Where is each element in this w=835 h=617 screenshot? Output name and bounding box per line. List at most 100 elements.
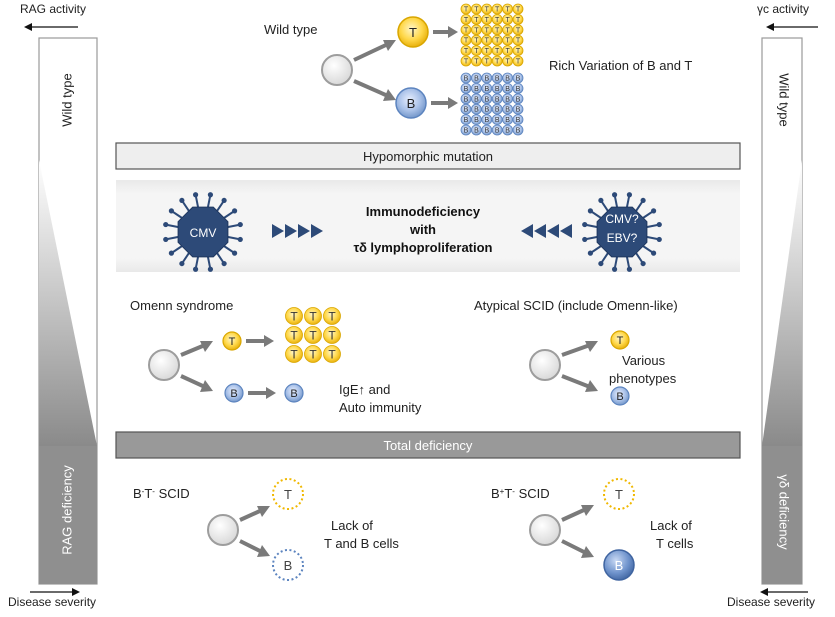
grid-t-cell-label: T [495, 27, 500, 34]
grid-b-cell-label: B [516, 96, 521, 103]
bpt-scid-title: B+T- SCID [491, 486, 550, 501]
grid-t-cell-label: T [495, 7, 500, 14]
omenn-grid-t-cell [304, 326, 322, 344]
omenn-arrow-to-t [180, 343, 206, 357]
grid-t-cell-label: T [474, 48, 479, 55]
omenn-grid-t-cell [323, 307, 341, 325]
cmv-virus-icon [163, 192, 243, 272]
bt-scid-panel: B-T- SCID T B Lack of T and B cells [133, 478, 399, 581]
grid-b-cell-label: B [474, 96, 479, 103]
omenn-caption-2: Auto immunity [339, 400, 422, 415]
virus-spike-tip [221, 197, 227, 204]
bpt-caption-2: T cells [656, 536, 694, 551]
left-top-label: RAG activity [20, 2, 86, 16]
t-cell-label: T [409, 25, 417, 40]
grid-b-cell-label: B [495, 96, 500, 103]
omenn-arrowhead-to-b2 [266, 387, 276, 399]
grid-t-cell-label: T [505, 38, 510, 45]
grid-t-cell [481, 45, 493, 56]
cmv-ebv-virus-icon [582, 192, 662, 272]
grid-b-cell [502, 72, 514, 84]
omenn-grid-t-cell-label: T [309, 309, 317, 323]
t-cell [397, 16, 429, 48]
b-cell-label: B [407, 96, 416, 111]
grid-b-cell-label: B [464, 76, 469, 83]
virus-spike-tip [179, 260, 185, 267]
chevron-left-icon [521, 224, 533, 238]
grid-t-cell-label: T [516, 17, 521, 24]
grid-t-cell-label: T [474, 38, 479, 45]
grid-b-cell [481, 83, 493, 94]
grid-b-cell [512, 114, 524, 125]
grid-b-cell-label: B [474, 76, 479, 83]
right-bar-wedge [762, 160, 802, 446]
bt-scid-title: B-T- SCID [133, 486, 190, 501]
omenn-grid-t-cell [304, 307, 322, 325]
bt-arrowhead-to-t [257, 506, 270, 517]
atypical-b-cell [610, 386, 630, 406]
virus-spike-tip [168, 250, 175, 256]
omenn-caption-1: IgE↑ and [339, 382, 390, 397]
grid-b-cell-label: B [495, 107, 500, 114]
bpt-arrow-to-b [561, 539, 587, 555]
omenn-grid-t-cell-label: T [290, 328, 298, 342]
grid-b-cell-label: B [505, 107, 510, 114]
virus-spike-tip [598, 260, 604, 267]
omenn-b2-cell [284, 383, 304, 403]
bpt-b-cell [603, 549, 635, 581]
grid-t-cell-label: T [485, 38, 490, 45]
omenn-b-label: B [230, 388, 237, 400]
omenn-arrowhead-to-grid [264, 335, 274, 347]
omenn-arrow-to-b [180, 374, 206, 389]
atypical-t-cell [610, 330, 630, 350]
omenn-title: Omenn syndrome [130, 298, 233, 313]
grid-b-cell-label: B [495, 117, 500, 124]
virus-spike-tip [207, 192, 214, 198]
grid-t-cell-label: T [505, 27, 510, 34]
chevron-left-icon [560, 224, 572, 238]
grid-b-cell-label: B [464, 128, 469, 135]
bpt-scid-panel: B+T- SCID T B Lack of T cells [491, 478, 694, 581]
virus-spike-tip [163, 221, 169, 228]
grid-t-cell-label: T [505, 17, 510, 24]
grid-b-cell-label: B [474, 107, 479, 114]
grid-t-cell-label: T [485, 48, 490, 55]
left-virus-label: CMV [190, 226, 217, 240]
grid-b-cell-label: B [464, 86, 469, 93]
omenn-t-label: T [229, 336, 236, 348]
grid-b-cell-label: B [516, 117, 521, 124]
virus-spike-tip [611, 266, 618, 272]
grid-t-cell [502, 24, 514, 36]
virus-spike-tip [611, 192, 618, 198]
virus-spike-tip [168, 208, 175, 214]
grid-b-cell-label: B [484, 96, 489, 103]
grid-b-cell-label: B [516, 107, 521, 114]
grid-b-cell-label: B [484, 76, 489, 83]
grid-b-cell-label: B [484, 117, 489, 124]
arrowhead-to-t-grid [448, 26, 458, 38]
immuno-line-1: Immunodeficiency [366, 204, 481, 219]
omenn-arrowhead-to-b [200, 380, 213, 392]
virus-spike-tip [163, 236, 169, 243]
omenn-grid-t-cell-label: T [309, 347, 317, 361]
right-lower-vertical: γδ deficiency [777, 474, 792, 550]
total-deficiency-banner: Total deficiency [115, 431, 741, 459]
omenn-grid-t-cell [323, 326, 341, 344]
omenn-progenitor-cell [148, 349, 180, 381]
bpt-arrowhead-to-b [581, 546, 594, 558]
virus-spike-tip [656, 221, 662, 228]
grid-t-cell-label: T [516, 7, 521, 14]
omenn-b2-label: B [290, 388, 297, 400]
bt-arrow-to-b [239, 539, 263, 554]
omenn-grid-t-cell-label: T [290, 309, 298, 323]
grid-b-cell-label: B [516, 86, 521, 93]
bt-caption-1: Lack of [331, 518, 373, 533]
chevron-right-icon [272, 224, 284, 238]
grid-t-cell [512, 24, 524, 36]
left-chevrons [272, 224, 323, 238]
atypical-progenitor-cell [529, 349, 561, 381]
